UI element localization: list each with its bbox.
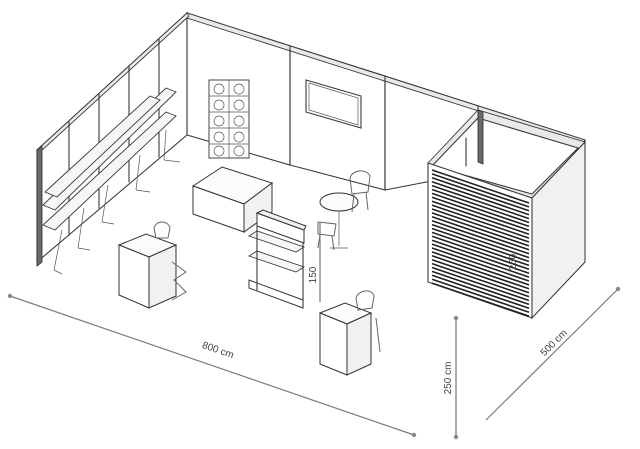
slat-line xyxy=(431,200,530,235)
slat-line xyxy=(431,278,530,313)
slat-line xyxy=(431,188,530,224)
slat-line xyxy=(431,239,530,274)
slat-line xyxy=(431,274,530,310)
chair-back xyxy=(349,170,371,213)
slat-line xyxy=(431,177,530,212)
slat-line xyxy=(431,204,530,239)
display-stand: 150 xyxy=(247,209,321,309)
round-table xyxy=(319,192,359,249)
depth-label: 500 cm xyxy=(539,328,570,359)
slat-line xyxy=(431,258,530,294)
slat-line xyxy=(431,223,530,259)
width-label: 800 cm xyxy=(201,340,236,361)
slat-line xyxy=(431,184,530,220)
slat-line xyxy=(431,255,530,290)
slat-line xyxy=(431,180,530,216)
slat-line xyxy=(431,266,530,302)
slat-line xyxy=(431,216,530,251)
slat-line xyxy=(431,231,530,267)
slat-line xyxy=(431,270,530,306)
slatted-panel xyxy=(431,169,530,317)
slat-line xyxy=(431,208,530,243)
slat-line xyxy=(431,262,530,298)
slat-line xyxy=(431,192,530,228)
slat-line xyxy=(431,235,530,271)
chair-front xyxy=(317,221,337,251)
wall-shelves xyxy=(42,87,181,275)
slat-line xyxy=(431,169,530,204)
slat-line xyxy=(431,251,530,286)
slat-line xyxy=(431,247,530,282)
slat-line xyxy=(431,196,530,232)
cabin-height-label: 250 xyxy=(508,253,519,270)
slat-line xyxy=(431,173,530,208)
height-dimension: 250 cm xyxy=(443,315,459,440)
storage-cabin: 250 xyxy=(427,109,586,320)
height-label: 250 cm xyxy=(443,362,454,395)
cube-shelf-unit xyxy=(208,79,250,159)
slat-line xyxy=(431,212,530,247)
slat-line xyxy=(431,219,530,255)
right-counter xyxy=(318,290,381,376)
reception-counter xyxy=(191,166,274,233)
slat-line xyxy=(431,282,530,317)
left-counter xyxy=(117,221,187,309)
display-height-label: 150 xyxy=(308,266,319,283)
wall-screen xyxy=(305,79,362,129)
slat-line xyxy=(431,227,530,263)
slat-line xyxy=(431,243,530,278)
